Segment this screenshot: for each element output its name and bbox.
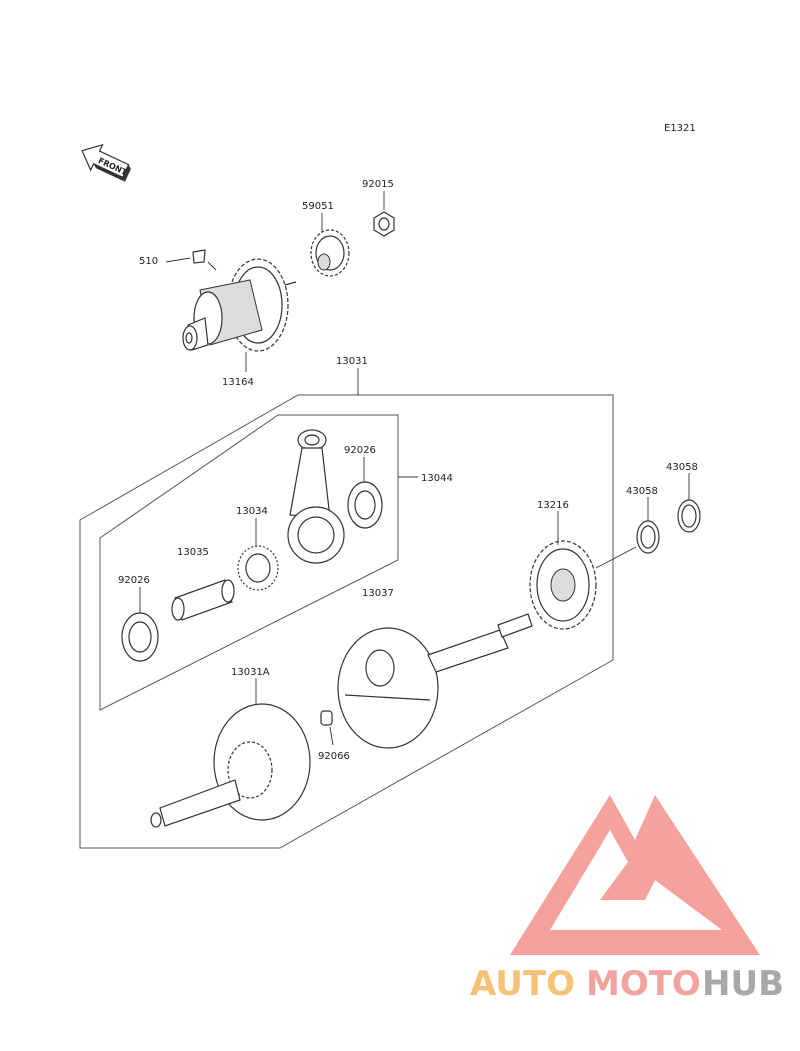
balancer-shaft-13164 [182,258,297,352]
label-13034: 13034 [236,506,268,517]
subassembly-frame-13044 [99,414,399,711]
crankshaft-left-13031A [150,703,311,828]
dowel-pin-92066 [320,710,333,726]
label-13031: 13031 [336,356,368,367]
label-92026-lower: 92026 [118,575,150,586]
connecting-rod-13044 [287,429,345,564]
label-92015: 92015 [362,179,394,190]
label-13035: 13035 [177,547,209,558]
gear-59051 [310,229,350,277]
label-13031A: 13031A [231,667,270,678]
ring-43058-a [636,520,660,554]
diagram-code: E1321 [664,123,696,134]
part-labels: 510 13164 59051 92015 13031 92026 13044 … [118,179,698,762]
key-510 [192,249,206,264]
crankshaft-right-13037 [337,613,533,749]
label-59051: 59051 [302,201,334,212]
crank-pin-13035 [171,579,235,621]
label-13164: 13164 [222,377,254,388]
automotohub-logo: AUTO MOTO HUB [470,795,784,1004]
logo-text-auto: AUTO [470,964,575,1004]
logo-text-hub: HUB [702,964,784,1004]
front-arrow-icon: FRONT [81,143,131,182]
logo-text-moto: MOTO [586,964,701,1004]
label-92066: 92066 [318,751,350,762]
label-13044: 13044 [421,473,453,484]
label-92026-upper: 92026 [344,445,376,456]
washer-92026-upper [347,481,383,529]
label-43058-a: 43058 [626,486,658,497]
label-510: 510 [139,256,158,267]
needle-bearing-13034 [237,545,279,591]
label-13037: 13037 [362,588,394,599]
ring-43058-b [677,499,701,533]
assembly-frame-13031 [79,394,614,849]
gear-13216 [529,540,597,630]
washer-92026-lower [121,612,159,662]
nut-92015 [373,211,395,237]
leader-lines [139,191,690,746]
label-43058-b: 43058 [666,462,698,473]
label-13216: 13216 [537,500,569,511]
